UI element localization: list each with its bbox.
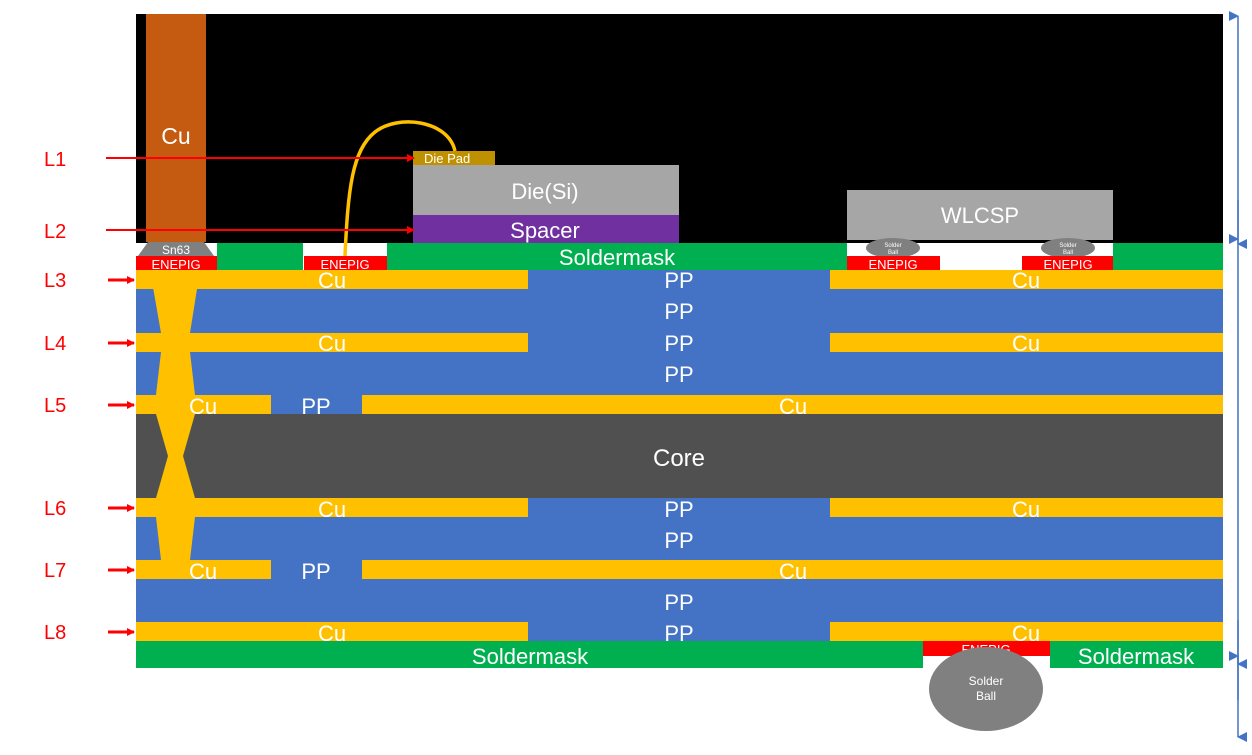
pp-l6-l7: PP (664, 528, 693, 553)
copper-layer-l5 (136, 395, 1223, 414)
l4-cu-right: Cu (1012, 331, 1040, 356)
top-soldermask-3 (1113, 243, 1223, 270)
l7-pp: PP (301, 559, 330, 584)
enepig-pad-wlcsp-right (1022, 256, 1113, 270)
l3-cu-right: Cu (1012, 268, 1040, 293)
layer-label-l8: L8 (44, 622, 66, 644)
via-through-core (156, 414, 195, 498)
top-soldermask-1 (217, 243, 303, 270)
bottom-soldermask-left (136, 641, 923, 668)
wlcsp-solder-ball-right-line2: Ball (1063, 250, 1073, 256)
wlcsp-gap-line (940, 267, 1022, 270)
layer-label-l6: L6 (44, 498, 66, 520)
bottom-solder-ball-line1: Solder (969, 674, 1004, 688)
copper-layer-l4 (136, 333, 1223, 352)
spacer (413, 215, 679, 243)
enepig-pad-wlcsp-left-label: ENEPIG (868, 257, 917, 272)
bottom-soldermask-right-label: Soldermask (1078, 644, 1195, 669)
copper-pillar (146, 14, 206, 242)
l5-pp: PP (301, 394, 330, 419)
l6-pp: PP (664, 497, 693, 522)
enepig-pad-pillar-label: ENEPIG (151, 257, 200, 272)
bond-wire (343, 120, 457, 257)
l4-cu-left: Cu (318, 331, 346, 356)
layer-annotations: L1 L2 L3 L4 L5 L6 L7 L8 (44, 149, 415, 644)
layer-label-l2: L2 (44, 221, 66, 243)
copper-layer-l8 (136, 622, 1223, 641)
spacer-label: Spacer (510, 218, 580, 243)
enepig-pad-pillar (136, 256, 217, 270)
l5-cu-right: Cu (779, 394, 807, 419)
layer-label-l3: L3 (44, 270, 66, 292)
l6-cu-right: Cu (1012, 497, 1040, 522)
sn63-label: Sn63 (162, 243, 190, 257)
die-label: Die(Si) (511, 179, 578, 204)
core-layer (136, 414, 1223, 498)
wlcsp-label: WLCSP (941, 203, 1019, 228)
enepig-pad-wlcsp-left (847, 256, 940, 270)
top-soldermask-2 (387, 243, 847, 270)
l7-cu-right: Cu (779, 559, 807, 584)
die-pad (413, 151, 495, 165)
l6-cu-left: Cu (318, 497, 346, 522)
enepig-pad-wlcsp-right-label: ENEPIG (1043, 257, 1092, 272)
wlcsp-solder-ball-right (1041, 238, 1095, 258)
layer-label-l7: L7 (44, 560, 66, 582)
die-silicon (413, 165, 679, 215)
l3-pp: PP (664, 268, 693, 293)
via-l4-l5 (156, 352, 195, 395)
pp-l7-l8: PP (664, 590, 693, 615)
layer-label-l4: L4 (44, 333, 66, 355)
pp-l4-l5: PP (664, 362, 693, 387)
l5-cu-left: Cu (189, 394, 217, 419)
wlcsp-solder-ball-left-line2: Ball (888, 250, 898, 256)
wlcsp-solder-ball-left-line1: Solder (884, 243, 901, 249)
layer-label-l5: L5 (44, 395, 66, 417)
die-pad-label: Die Pad (424, 151, 470, 166)
bottom-solder-ball (929, 647, 1043, 731)
enepig-pad-wire-label: ENEPIG (320, 257, 369, 272)
copper-layer-l7 (136, 560, 1223, 579)
core-label: Core (653, 445, 705, 472)
top-soldermask-label: Soldermask (559, 245, 676, 270)
layer-label-l1: L1 (44, 149, 66, 171)
wlcsp-solder-ball-right-line1: Solder (1059, 243, 1076, 249)
wlcsp-package (847, 190, 1113, 240)
sn63-solder (138, 242, 214, 256)
bottom-soldermask-right (1050, 641, 1223, 668)
copper-pillar-label: Cu (161, 123, 190, 149)
l4-pp: PP (664, 331, 693, 356)
l3-cu-left: Cu (318, 268, 346, 293)
copper-layer-l6 (136, 498, 1223, 517)
bottom-solder-ball-line2: Ball (976, 689, 996, 703)
wlcsp-solder-ball-left (866, 238, 920, 258)
l7-cu-left: Cu (189, 559, 217, 584)
copper-layer-l3 (136, 270, 1223, 289)
pp-l3-l4: PP (664, 299, 693, 324)
via-l6-l7 (156, 517, 195, 560)
via-upper (150, 270, 200, 333)
bottom-soldermask-left-label: Soldermask (472, 644, 589, 669)
enepig-pad-wire (304, 256, 387, 270)
